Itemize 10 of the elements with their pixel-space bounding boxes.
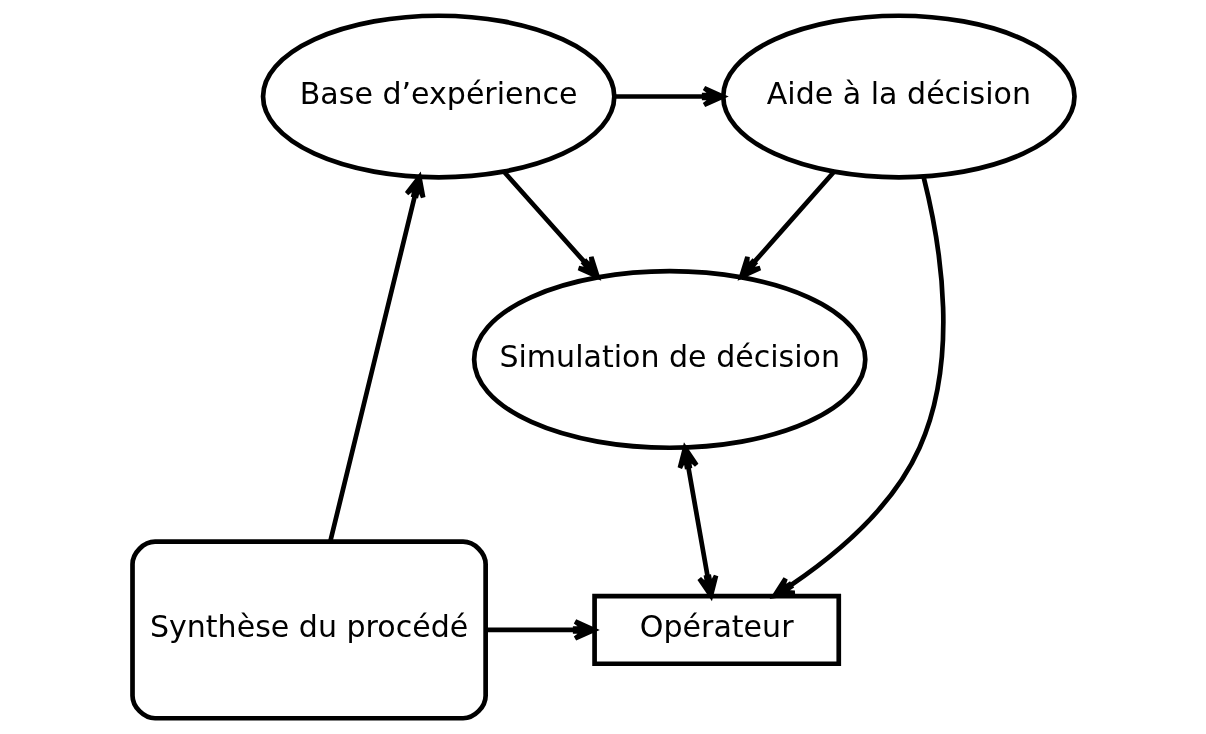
arrow <box>771 176 946 599</box>
arrow <box>677 445 718 599</box>
node-ellipse: Simulation de décision <box>471 268 868 451</box>
node-ellipse: Base d’expérience <box>260 13 617 180</box>
node-box: Opérateur <box>591 593 841 667</box>
arrow <box>327 174 425 542</box>
arrow <box>738 170 836 279</box>
arrow <box>502 170 600 279</box>
node-box: Synthèse du procédé <box>129 539 488 721</box>
node-ellipse: Aide à la décision <box>720 13 1077 180</box>
